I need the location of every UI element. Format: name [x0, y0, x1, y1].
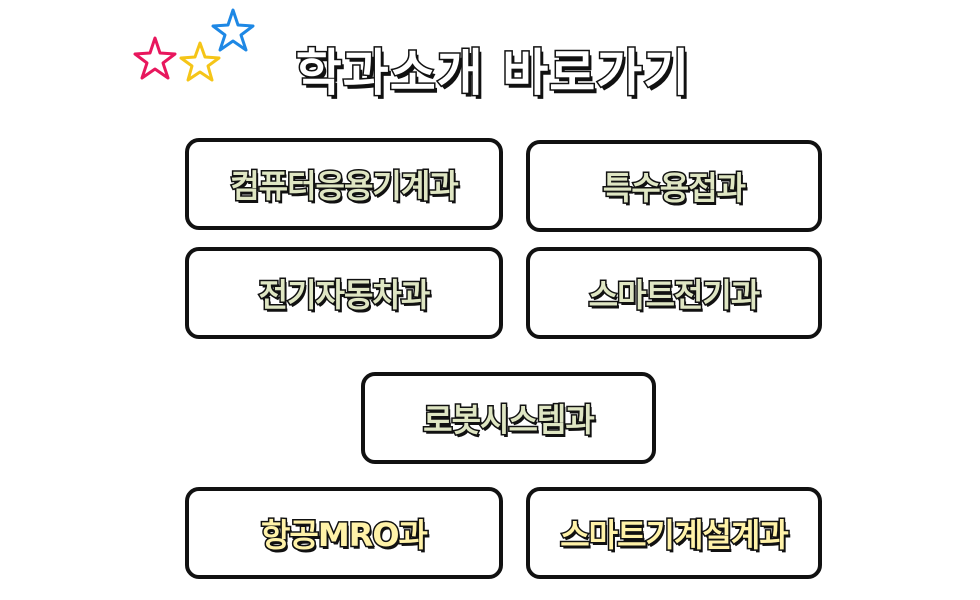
- dept-button-label: 컴퓨터응용기계과: [229, 166, 461, 207]
- dept-button-label: 로봇시스템과: [422, 400, 597, 441]
- dept-button-smart-mechanical-design[interactable]: 스마트기계설계과: [526, 487, 822, 579]
- dept-button-label: 항공MRO과: [259, 515, 429, 556]
- dept-button-robot-system[interactable]: 로봇시스템과: [361, 372, 656, 464]
- dept-button-aviation-mro[interactable]: 항공MRO과: [185, 487, 503, 579]
- page-title: 학과소개 바로가기: [294, 43, 691, 104]
- dept-button-electric-vehicle[interactable]: 전기자동차과: [185, 247, 503, 339]
- blue-star-icon: [211, 8, 255, 52]
- dept-button-label: 스마트전기과: [587, 275, 762, 316]
- dept-button-special-welding[interactable]: 특수용접과: [526, 140, 822, 232]
- dept-button-label: 특수용접과: [601, 168, 747, 209]
- stars-decoration-icon: [133, 8, 255, 82]
- dept-button-computer-applied-mechanical[interactable]: 컴퓨터응용기계과: [185, 138, 503, 230]
- dept-button-label: 전기자동차과: [257, 275, 432, 316]
- pink-star-icon: [133, 36, 177, 80]
- dept-button-smart-electric[interactable]: 스마트전기과: [526, 247, 822, 339]
- yellow-star-icon: [179, 41, 221, 82]
- dept-button-label: 스마트기계설계과: [559, 515, 791, 556]
